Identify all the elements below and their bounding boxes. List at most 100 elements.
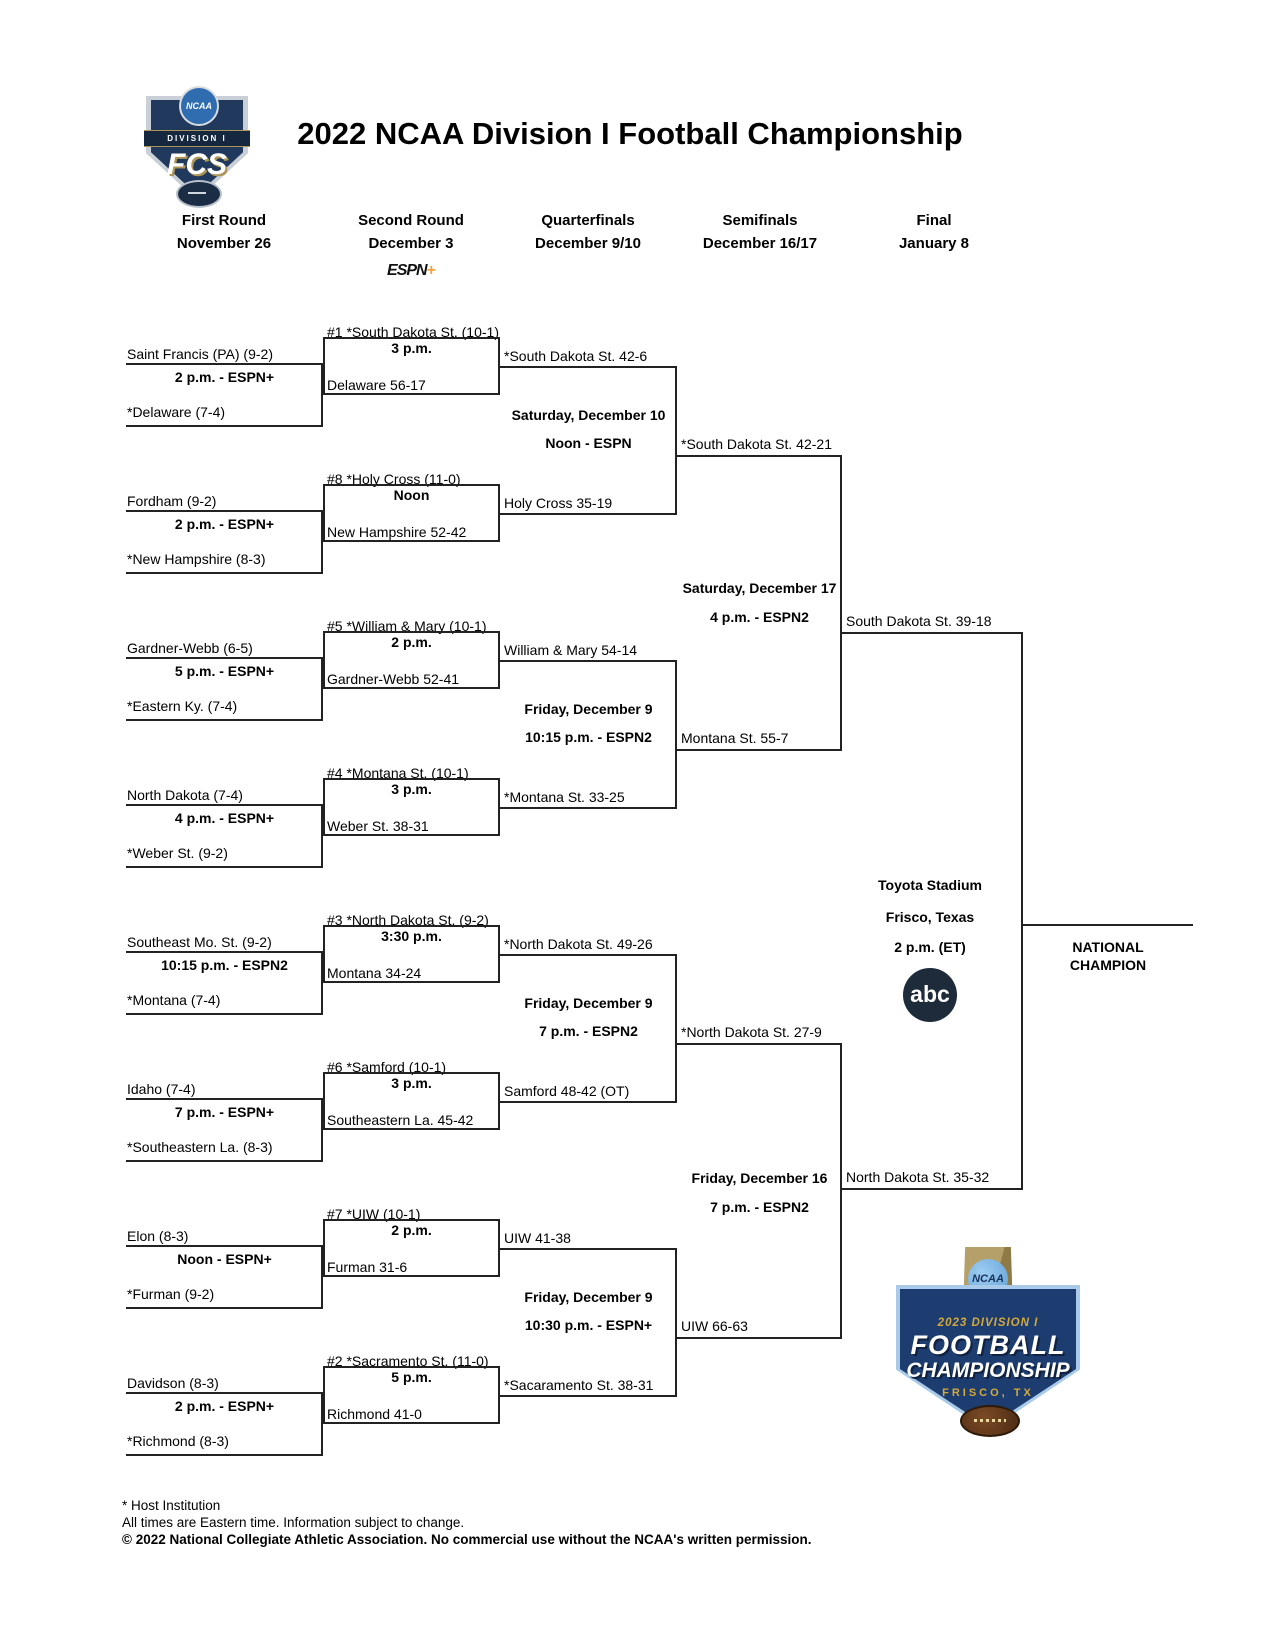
- game-date: Saturday, December 10: [511, 407, 666, 423]
- round-date-first-round: November 26: [176, 235, 272, 252]
- second-round-box: [323, 337, 500, 395]
- game-time: 10:15 p.m. - ESPN2: [161, 957, 288, 973]
- footer-times-note: All times are Eastern time. Information …: [122, 1515, 465, 1530]
- second-round-seed: #7 *UIW (10-1): [327, 1206, 421, 1222]
- football-lace: [974, 1419, 1006, 1422]
- quarterfinal-team: Holy Cross 35-19: [504, 495, 613, 511]
- footer-copyright: © 2022 National Collegiate Athletic Asso…: [122, 1532, 812, 1547]
- connector-line: [500, 1248, 677, 1250]
- semifinal-winner: South Dakota St. 39-18: [846, 613, 992, 629]
- footer-host-note: * Host Institution: [122, 1498, 221, 1513]
- final-time: 2 p.m. (ET): [894, 939, 966, 955]
- championship-logo: NCAA 2023 DIVISION I FOOTBALL CHAMPIONSH…: [886, 1247, 1090, 1437]
- connector-line: [677, 455, 842, 457]
- connector-line: [321, 1098, 323, 1162]
- connector-line: [842, 632, 1023, 634]
- first-round-team: Davidson (8-3): [127, 1375, 219, 1391]
- connector-line: [1021, 632, 1023, 1190]
- quarterfinal-winner: Montana St. 55-7: [681, 730, 789, 746]
- game-time: 3 p.m.: [391, 340, 432, 356]
- connector-line: [126, 1013, 323, 1015]
- national-champion-label: CHAMPION: [1069, 957, 1147, 973]
- round-header-first-round: First Round: [181, 212, 267, 229]
- second-round-box: [323, 1366, 500, 1424]
- first-round-team: *New Hampshire (8-3): [127, 551, 266, 567]
- connector-line: [842, 1188, 1023, 1190]
- connector-line: [675, 954, 677, 1103]
- connector-line: [321, 363, 323, 427]
- champion-line: [1023, 924, 1193, 926]
- first-round-team: Fordham (9-2): [127, 493, 217, 509]
- connector-line: [321, 657, 323, 721]
- espn-plus-logo: ESPN+: [311, 262, 511, 280]
- connector-line: [126, 1245, 323, 1247]
- connector-line: [500, 1101, 677, 1103]
- logo-location-text: FRISCO, TX: [942, 1387, 1034, 1399]
- connector-line: [126, 1098, 323, 1100]
- final-location: Frisco, Texas: [885, 909, 975, 925]
- connector-line: [126, 1392, 323, 1394]
- quarterfinal-team: Samford 48-42 (OT): [504, 1083, 630, 1099]
- game-time: 2 p.m. - ESPN+: [174, 1398, 275, 1414]
- first-round-team: Elon (8-3): [127, 1228, 189, 1244]
- game-time: 4 p.m. - ESPN+: [174, 810, 275, 826]
- game-date: Friday, December 16: [691, 1170, 828, 1186]
- game-time: 5 p.m.: [391, 1369, 432, 1385]
- connector-line: [126, 1160, 323, 1162]
- connector-line: [500, 660, 677, 662]
- round-header-final: Final: [916, 212, 952, 229]
- second-round-winner: Furman 31-6: [327, 1259, 408, 1275]
- first-round-team: Southeast Mo. St. (9-2): [127, 934, 272, 950]
- game-time: Noon: [393, 487, 430, 503]
- second-round-seed: #4 *Montana St. (10-1): [327, 765, 469, 781]
- round-date-final: January 8: [898, 235, 970, 252]
- connector-line: [126, 572, 323, 574]
- game-time: 2 p.m.: [391, 634, 432, 650]
- quarterfinal-winner: UIW 66-63: [681, 1318, 748, 1334]
- connector-line: [126, 804, 323, 806]
- connector-line: [677, 749, 842, 751]
- logo-year-division: 2023 DIVISION I: [937, 1317, 1039, 1329]
- second-round-seed: #1 *South Dakota St. (10-1): [327, 324, 499, 340]
- first-round-team: North Dakota (7-4): [127, 787, 243, 803]
- first-round-team: *Montana (7-4): [127, 992, 221, 1008]
- connector-line: [126, 363, 323, 365]
- game-date: Saturday, December 17: [682, 580, 837, 596]
- first-round-team: *Weber St. (9-2): [127, 845, 228, 861]
- second-round-box: [323, 631, 500, 689]
- second-round-seed: #8 *Holy Cross (11-0): [327, 471, 461, 487]
- connector-line: [675, 660, 677, 809]
- first-round-team: Idaho (7-4): [127, 1081, 196, 1097]
- connector-line: [675, 1248, 677, 1397]
- first-round-team: Gardner-Webb (6-5): [127, 640, 253, 656]
- game-time: 2 p.m. - ESPN+: [174, 516, 275, 532]
- second-round-winner: Delaware 56-17: [327, 377, 426, 393]
- quarterfinal-winner: *North Dakota St. 27-9: [681, 1024, 822, 1040]
- round-header-second-round: Second Round: [358, 212, 464, 229]
- fcs-wordmark: FCS: [167, 148, 227, 181]
- game-time: 3 p.m.: [391, 1075, 432, 1091]
- football-lace: [188, 192, 206, 194]
- round-header-semifinals: Semifinals: [722, 212, 798, 229]
- connector-line: [126, 510, 323, 512]
- second-round-box: [323, 484, 500, 542]
- connector-line: [840, 455, 842, 751]
- final-venue: Toyota Stadium: [878, 877, 982, 893]
- fcs-division-banner: DIVISION I: [144, 130, 250, 147]
- espn-plus-sign: +: [426, 262, 436, 279]
- second-round-winner: New Hampshire 52-42: [327, 524, 467, 540]
- connector-line: [321, 1245, 323, 1309]
- connector-line: [126, 425, 323, 427]
- connector-line: [500, 366, 677, 368]
- quarterfinal-team: *South Dakota St. 42-6: [504, 348, 648, 364]
- game-time: Noon - ESPN: [545, 435, 632, 451]
- second-round-seed: #3 *North Dakota St. (9-2): [327, 912, 489, 928]
- quarterfinal-team: UIW 41-38: [504, 1230, 571, 1246]
- second-round-box: [323, 1219, 500, 1277]
- connector-line: [677, 1043, 842, 1045]
- second-round-seed: #6 *Samford (10-1): [327, 1059, 447, 1075]
- game-time: 4 p.m. - ESPN2: [710, 609, 809, 625]
- second-round-box: [323, 925, 500, 983]
- game-time: 2 p.m.: [391, 1222, 432, 1238]
- game-date: Friday, December 9: [524, 995, 653, 1011]
